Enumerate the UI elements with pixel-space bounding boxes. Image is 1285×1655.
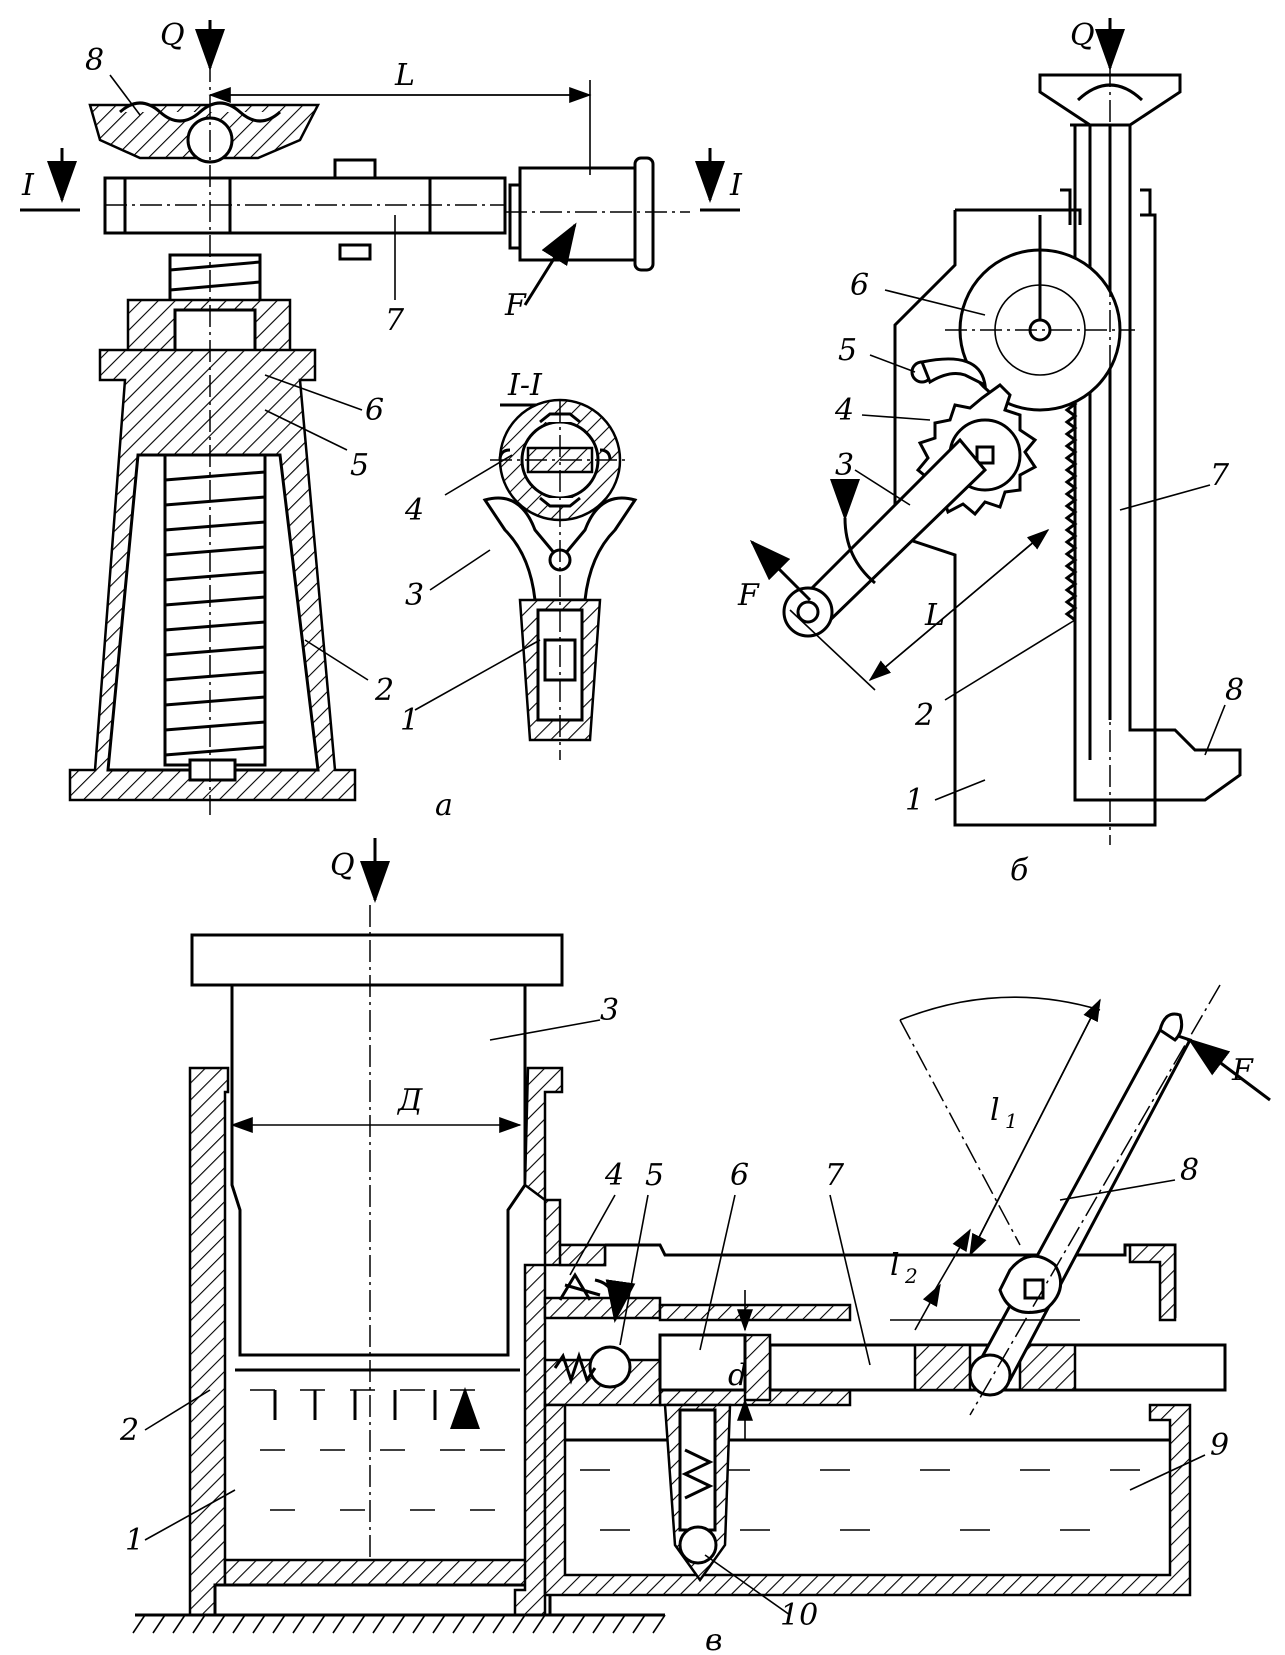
fig-b-label-5: 5 [838, 333, 857, 368]
fig-b-caption: б [1010, 853, 1029, 888]
fig-a-label-q: Q [160, 18, 185, 53]
fig-b-label-8: 8 [1225, 673, 1244, 708]
fig-a-label-4: 4 [404, 493, 424, 528]
fig-b-label-3: 3 [835, 448, 854, 483]
figure-a-screw-jack [20, 20, 740, 815]
fig-c-label-7: 7 [825, 1158, 845, 1193]
fig-c-label-l1-sub: 1 [1005, 1109, 1018, 1133]
fig-c-label-l1: l [990, 1093, 1000, 1128]
figure-b-rack-jack [749, 18, 1242, 845]
fig-c-label-8: 8 [1180, 1153, 1199, 1188]
fig-a-section-left: I [21, 168, 35, 203]
fig-c-caption: в [705, 1623, 722, 1655]
figure-c-hydraulic-jack [132, 838, 1271, 1634]
fig-c-label-9: 9 [1210, 1428, 1229, 1463]
fig-b-label-2: 2 [914, 698, 934, 733]
fig-c-label-2: 2 [119, 1413, 139, 1448]
fig-c-label-l2-sub: 2 [904, 1264, 918, 1288]
fig-c-label-q: Q [330, 848, 355, 883]
fig-c-label-5: 5 [645, 1158, 664, 1193]
fig-b-label-7: 7 [1210, 458, 1230, 493]
fig-a-section-title: I-I [507, 368, 543, 403]
fig-b-label-1: 1 [905, 783, 924, 818]
fig-c-label-l2: l [890, 1248, 900, 1283]
fig-a-label-8: 8 [85, 43, 104, 78]
fig-a-label-7: 7 [385, 303, 405, 338]
fig-c-label-6: 6 [730, 1158, 749, 1193]
fig-a-section-right: I [729, 168, 743, 203]
fig-a-label-2: 2 [374, 673, 394, 708]
fig-b-label-l: L [924, 598, 945, 633]
fig-c-label-f: F [1231, 1053, 1254, 1088]
fig-b-label-6: 6 [850, 268, 869, 303]
section-i-i [414, 398, 638, 760]
fig-a-label-1: 1 [400, 703, 419, 738]
fig-a-caption: а [435, 788, 453, 823]
fig-c-label-1: 1 [125, 1523, 144, 1558]
fig-b-label-4: 4 [834, 393, 854, 428]
fig-a-label-f: F [504, 288, 527, 323]
fig-c-label-d-small: d [728, 1358, 747, 1393]
fig-a-label-3: 3 [405, 578, 424, 613]
fig-a-label-l: L [394, 58, 415, 93]
fig-a-label-5: 5 [350, 448, 369, 483]
fig-c-label-3: 3 [600, 993, 619, 1028]
fig-c-label-d-big: Д [396, 1083, 423, 1118]
fig-b-label-q: Q [1070, 18, 1095, 53]
fig-b-label-f: F [737, 578, 760, 613]
fig-c-label-10: 10 [780, 1598, 818, 1633]
fig-a-label-6: 6 [365, 393, 384, 428]
fig-c-label-4: 4 [604, 1158, 624, 1193]
